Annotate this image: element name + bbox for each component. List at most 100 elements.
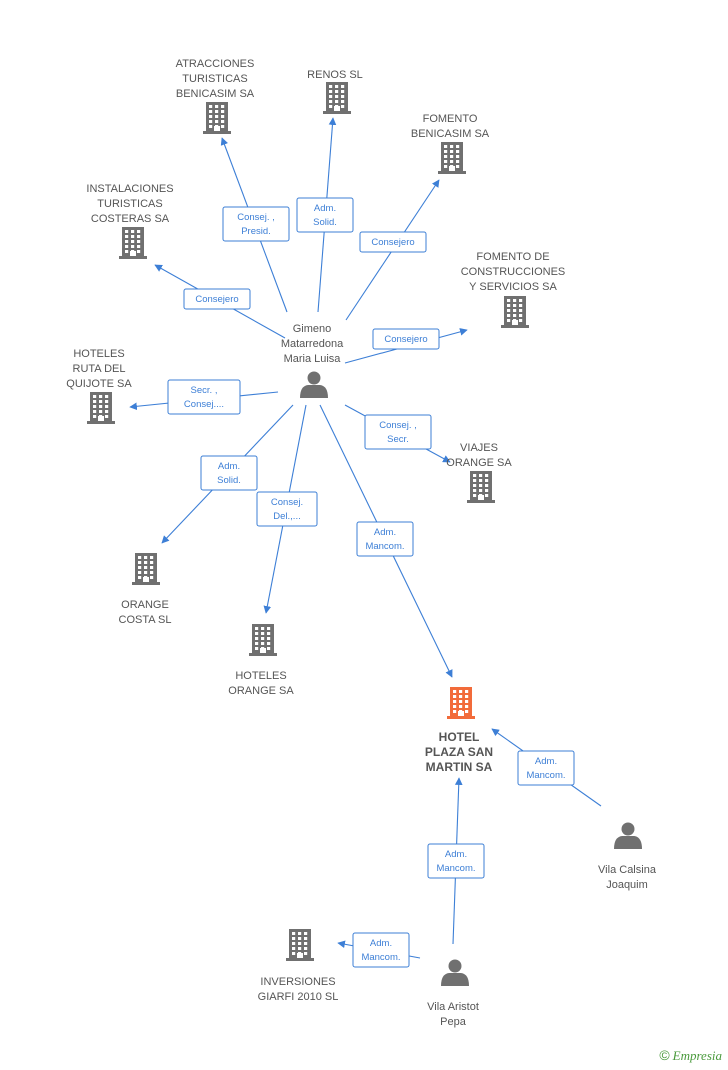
edge-label-gimeno-to-renos[interactable]: Adm. Solid.: [296, 197, 354, 233]
node-label: COSTA SL: [119, 614, 172, 626]
edge-label-box[interactable]: [200, 455, 258, 491]
building-icon[interactable]: [323, 82, 351, 114]
edge-label-box[interactable]: [167, 379, 241, 415]
edge-label-gimeno-to-fomento-construcciones[interactable]: Consejero: [372, 328, 440, 350]
edge-label-vila-calsina-to-hotel-plaza[interactable]: Adm.Mancom.: [517, 750, 575, 786]
edge-label-gimeno-to-hoteles-orange[interactable]: Consej.Del.,...: [256, 491, 318, 527]
node-label: FOMENTO DE: [476, 251, 549, 263]
node-label: PLAZA SAN: [425, 745, 493, 759]
node-label: VIAJES: [460, 442, 498, 454]
node-label: BENICASIM SA: [411, 128, 490, 140]
node-label: Matarredona: [281, 338, 344, 350]
edge-label-text: Consej....: [184, 399, 224, 410]
node-fomento-benicasim[interactable]: FOMENTO BENICASIM SA: [411, 113, 490, 174]
node-inversiones-giarfi[interactable]: INVERSIONES GIARFI 2010 SL: [258, 929, 339, 1003]
edge-label-gimeno-to-fomento-benicasim[interactable]: Consejero: [359, 231, 427, 253]
edge-label-box[interactable]: [183, 288, 251, 310]
building-icon[interactable]: [132, 553, 160, 585]
edge-label-text: Presid.: [241, 226, 271, 237]
node-label: Joaquim: [606, 879, 648, 891]
edge-label-vila-aristot-to-hotel-plaza[interactable]: Adm. Mancom.: [427, 843, 485, 879]
building-icon[interactable]: [87, 392, 115, 424]
node-renos[interactable]: RENOS SL: [307, 69, 363, 114]
node-label: Maria Luisa: [284, 353, 342, 365]
node-viajes-orange[interactable]: VIAJES ORANGE SA: [446, 442, 512, 503]
node-label: ORANGE SA: [446, 457, 512, 469]
node-hoteles-orange[interactable]: HOTELES ORANGE SA: [228, 624, 294, 697]
edge-label-text: Solid.: [217, 475, 241, 486]
edge-label-text: Adm.: [314, 203, 336, 214]
edge-label-box[interactable]: [256, 491, 318, 527]
person-icon[interactable]: [441, 959, 469, 987]
edge-label-text: Consejero: [195, 294, 238, 305]
person-icon[interactable]: [614, 822, 642, 850]
edge-label-text: Consej. ,: [379, 420, 417, 431]
node-label: INSTALACIONES: [86, 183, 173, 195]
edge-labels-layer: Consej. ,Presid.Adm.Solid.ConsejeroConse…: [167, 197, 575, 968]
node-label: HOTEL: [439, 730, 480, 744]
edge-label-text: Consej. ,: [237, 212, 275, 223]
node-label: GIARFI 2010 SL: [258, 991, 339, 1003]
node-label: CONSTRUCCIONES: [461, 266, 566, 278]
building-icon[interactable]: [467, 471, 495, 503]
edge-label-gimeno-to-instalaciones[interactable]: Consejero: [183, 288, 251, 310]
node-label: HOTELES: [73, 348, 124, 360]
node-label: ORANGE: [121, 599, 169, 611]
building-icon[interactable]: [249, 624, 277, 656]
building-icon[interactable]: [286, 929, 314, 961]
brand-footer[interactable]: ©Empresia: [659, 1047, 722, 1064]
edge-label-gimeno-to-hoteles-ruta[interactable]: Secr. , Consej....: [167, 379, 241, 415]
edge-label-box[interactable]: [359, 231, 427, 253]
edge-label-box[interactable]: [372, 328, 440, 350]
brand-name: Empresia: [672, 1048, 722, 1063]
edge-label-box[interactable]: [517, 750, 575, 786]
building-icon[interactable]: [203, 102, 231, 134]
edge-label-text: Mancom.: [365, 541, 404, 552]
nodes-layer: ATRACCIONES TURISTICAS BENICASIM SA RENOS S…: [66, 58, 657, 1028]
edge-label-gimeno-to-viajes-orange[interactable]: Consej. ,Secr.: [364, 414, 432, 450]
node-label: ATRACCIONES: [176, 58, 255, 70]
node-orange-costa[interactable]: ORANGE COSTA SL: [119, 553, 172, 626]
node-label: TURISTICAS: [182, 73, 247, 85]
node-label: RENOS SL: [307, 69, 363, 81]
edge-label-box[interactable]: [427, 843, 485, 879]
edge-label-gimeno-to-hotel-plaza[interactable]: Adm. Mancom.: [356, 521, 414, 557]
edge-label-text: Adm.: [445, 849, 467, 860]
edge-label-box[interactable]: [356, 521, 414, 557]
node-label: HOTELES: [235, 670, 286, 682]
edge-label-text: Solid.: [313, 217, 337, 228]
node-label: FOMENTO: [423, 113, 478, 125]
edge-label-text: Adm.: [374, 527, 396, 538]
building-icon[interactable]: [119, 227, 147, 259]
node-label: ORANGE SA: [228, 685, 294, 697]
node-label: TURISTICAS: [97, 198, 162, 210]
edge-label-gimeno-to-atracciones[interactable]: Consej. , Presid.: [222, 206, 290, 242]
edge-label-box[interactable]: [222, 206, 290, 242]
edge-label-box[interactable]: [352, 932, 410, 968]
edge-label-gimeno-to-orange-costa[interactable]: Adm.Solid.: [200, 455, 258, 491]
building-icon[interactable]: [438, 142, 466, 174]
person-icon[interactable]: [300, 371, 328, 399]
edge-label-vila-aristot-to-inversiones-giarfi[interactable]: Adm.Mancom.: [352, 932, 410, 968]
node-label: Pepa: [440, 1016, 467, 1028]
edge-label-text: Mancom.: [361, 952, 400, 963]
edge-label-text: Consejero: [384, 334, 427, 345]
edge-label-text: Del.,...: [273, 511, 300, 522]
edge-label-text: Secr. ,: [191, 385, 218, 396]
building-icon[interactable]: [501, 296, 529, 328]
edge-label-text: Adm.: [535, 756, 557, 767]
edge-label-box[interactable]: [364, 414, 432, 450]
node-label: INVERSIONES: [260, 976, 335, 988]
edge-label-text: Mancom.: [436, 863, 475, 874]
edge-label-text: Consejero: [371, 237, 414, 248]
edge-label-box[interactable]: [296, 197, 354, 233]
building-icon[interactable]: [447, 687, 475, 719]
